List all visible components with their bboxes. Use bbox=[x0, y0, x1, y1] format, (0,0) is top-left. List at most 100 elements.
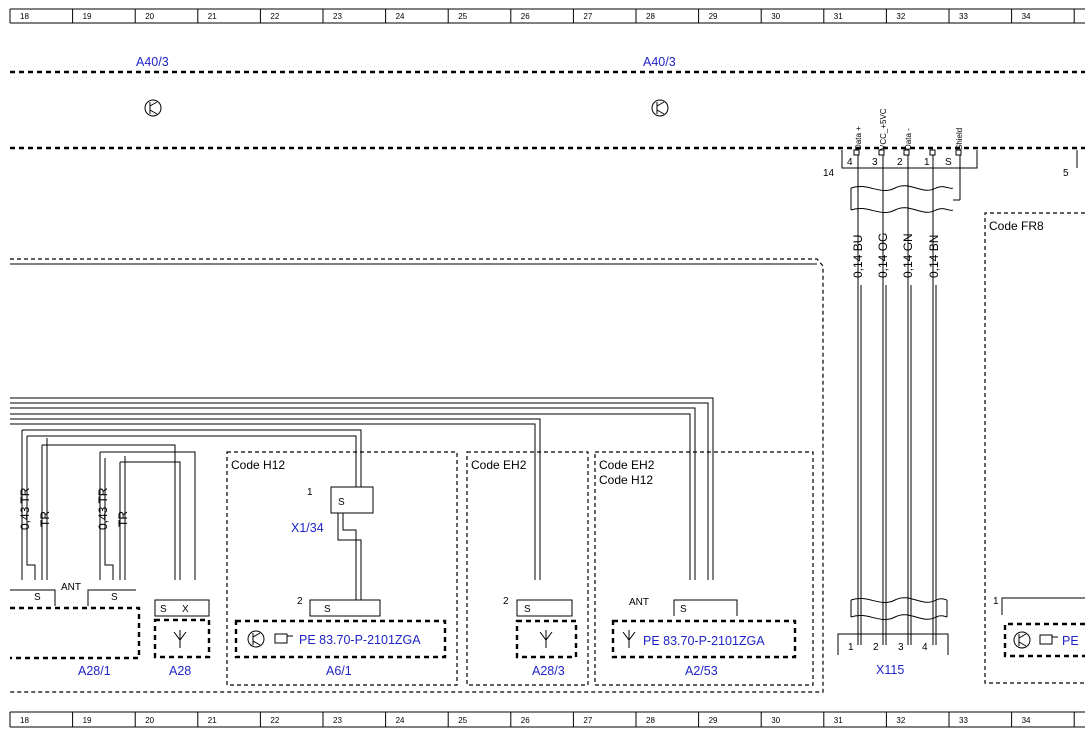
pin-number: 1 bbox=[307, 487, 313, 498]
pin-number: S bbox=[945, 157, 952, 168]
wire-label: TR bbox=[38, 511, 52, 527]
wire bbox=[10, 397, 714, 580]
wire-label: 0,43 TR bbox=[96, 487, 110, 530]
pin-number: 2 bbox=[873, 642, 879, 653]
antenna-icon bbox=[622, 630, 636, 648]
component-a28-3 bbox=[515, 619, 578, 659]
pin-number: 1 bbox=[848, 642, 854, 653]
component-a28-1: ANT S S A28/1 bbox=[10, 582, 141, 678]
pin-label: X bbox=[182, 604, 189, 615]
hand-pointer-icon bbox=[274, 633, 293, 644]
ruler-number: 19 bbox=[83, 12, 92, 21]
code-fr8-label: Code FR8 bbox=[989, 219, 1044, 233]
pin-number: 3 bbox=[872, 157, 878, 168]
pin-number: 1 bbox=[993, 596, 999, 607]
ruler-number: 30 bbox=[771, 12, 780, 21]
pe-reference-right[interactable]: PE bbox=[1062, 634, 1079, 648]
pin-number: 4 bbox=[922, 642, 928, 653]
ruler-number: 32 bbox=[896, 12, 905, 21]
ruler-number: 31 bbox=[834, 716, 843, 725]
ruler-number: 34 bbox=[1022, 12, 1031, 21]
pin-label: S bbox=[680, 604, 687, 615]
wire-label: TR bbox=[116, 511, 130, 527]
ruler-number: 18 bbox=[20, 12, 29, 21]
ruler-number: 25 bbox=[458, 716, 467, 725]
ruler-number: 22 bbox=[270, 716, 279, 725]
ruler-number: 29 bbox=[709, 716, 718, 725]
pin-label: S bbox=[324, 604, 331, 615]
main-region bbox=[10, 258, 824, 693]
x1-34-label[interactable]: X1/34 bbox=[291, 521, 324, 535]
pin-number: 2 bbox=[897, 157, 903, 168]
ant-label: ANT bbox=[61, 582, 81, 593]
ruler-number: 21 bbox=[208, 716, 217, 725]
code-fr8-region bbox=[984, 212, 1085, 684]
ruler-number: 18 bbox=[20, 716, 29, 725]
component-a6-1 bbox=[234, 619, 447, 659]
ruler-number: 26 bbox=[521, 716, 530, 725]
ruler-number: 30 bbox=[771, 716, 780, 725]
ruler-number: 23 bbox=[333, 716, 342, 725]
transistor-icon bbox=[1013, 631, 1031, 649]
pin-signal: Data + bbox=[854, 126, 863, 150]
ruler-number: 33 bbox=[959, 12, 968, 21]
ruler-number: 32 bbox=[896, 716, 905, 725]
ruler-number: 21 bbox=[208, 12, 217, 21]
ruler-number: 26 bbox=[521, 12, 530, 21]
ruler-number: 19 bbox=[83, 716, 92, 725]
code-h12-label: Code H12 bbox=[231, 458, 285, 472]
ruler-number: 24 bbox=[396, 716, 405, 725]
pe-reference-a6[interactable]: PE 83.70-P-2101ZGA bbox=[299, 633, 421, 647]
a40-left-label[interactable]: A40/3 bbox=[136, 55, 169, 69]
ruler-number: 20 bbox=[145, 12, 154, 21]
ruler-number: 24 bbox=[396, 12, 405, 21]
wire-label: 0,43 TR bbox=[18, 487, 32, 530]
a28-1-label[interactable]: A28/1 bbox=[78, 664, 111, 678]
ruler-number: 31 bbox=[834, 12, 843, 21]
ruler-number: 23 bbox=[333, 12, 342, 21]
component-a28: S X A28 bbox=[153, 599, 211, 678]
code-eh2-region bbox=[466, 451, 589, 686]
pin-number: 2 bbox=[503, 596, 509, 607]
ruler-number: 22 bbox=[270, 12, 279, 21]
connector-14: 14 5 4 3 2 1 S Data + VCC_+5VC Data - Sh… bbox=[823, 108, 1078, 179]
pin-signal: Shield bbox=[955, 128, 964, 150]
ruler-number: 34 bbox=[1022, 716, 1031, 725]
code-eh2-label: Code EH2 bbox=[599, 458, 655, 472]
ruler-number: 33 bbox=[959, 716, 968, 725]
a28-label[interactable]: A28 bbox=[169, 664, 191, 678]
ruler-number: 27 bbox=[583, 12, 592, 21]
ruler-number: 28 bbox=[646, 12, 655, 21]
pin-signal: Data - bbox=[904, 128, 913, 150]
pe-reference-a2[interactable]: PE 83.70-P-2101ZGA bbox=[643, 634, 765, 648]
antenna-icon bbox=[539, 630, 553, 648]
code-eh2-h12-region bbox=[594, 451, 814, 686]
code-h12-label: Code H12 bbox=[599, 473, 653, 487]
pin-number: 3 bbox=[898, 642, 904, 653]
connector-x115: 1 2 3 4 X115 bbox=[837, 597, 949, 677]
transistor-icon bbox=[247, 630, 265, 648]
pin-number: 1 bbox=[924, 157, 930, 168]
transistor-icon bbox=[651, 99, 669, 117]
x115-label[interactable]: X115 bbox=[876, 663, 904, 677]
pin-label: S bbox=[34, 592, 41, 603]
connector-number: 14 bbox=[823, 168, 835, 179]
pin-label: S bbox=[160, 604, 167, 615]
wire-label-gn: 0,14 GN bbox=[901, 233, 915, 278]
pin-label: S bbox=[338, 497, 345, 508]
a6-1-label[interactable]: A6/1 bbox=[326, 664, 352, 678]
ruler-number: 28 bbox=[646, 716, 655, 725]
transistor-icon bbox=[144, 99, 162, 117]
ruler-number: 29 bbox=[709, 12, 718, 21]
ruler-number: 25 bbox=[458, 12, 467, 21]
a40-right-label[interactable]: A40/3 bbox=[643, 55, 676, 69]
top-ruler: 18 19 20 21 22 23 24 25 26 27 28 29 30 31 32 33 34 bbox=[9, 8, 1085, 24]
wire-label-og: 0,14 OG bbox=[876, 233, 890, 278]
a28-3-label[interactable]: A28/3 bbox=[532, 664, 565, 678]
code-eh2-label: Code EH2 bbox=[471, 458, 527, 472]
a2-53-label[interactable]: A2/53 bbox=[685, 664, 718, 678]
antenna-icon bbox=[173, 630, 187, 648]
cable-sheath bbox=[850, 185, 954, 192]
